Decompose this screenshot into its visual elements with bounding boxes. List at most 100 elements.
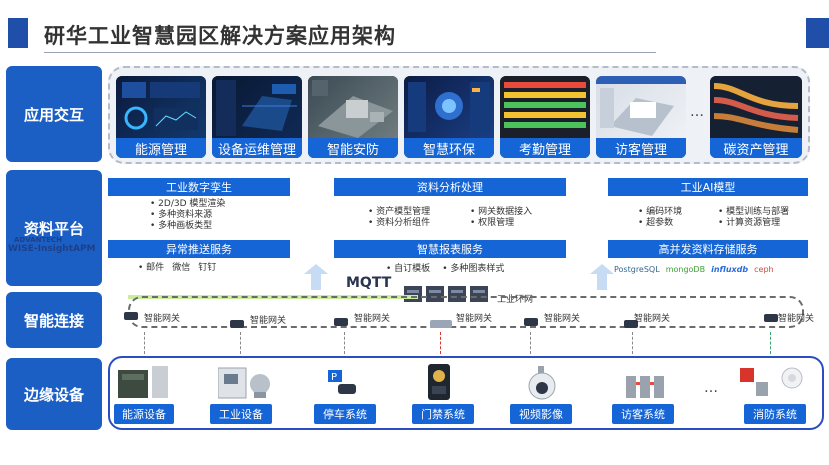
gateway-label: 智能网关 <box>778 314 815 324</box>
app-screenshot <box>404 76 494 140</box>
edge-more: … <box>704 380 718 396</box>
layer-label-edge: 边缘设备 <box>6 358 102 430</box>
app-screenshot <box>596 76 686 140</box>
platform-report: 智慧报表服务 • 自订模板 • 多种图表样式 <box>334 240 566 276</box>
title-accent-right <box>806 18 829 48</box>
layer-label-platform: 资料平台 <box>6 170 102 286</box>
influxdb-logo: influxdb <box>711 265 749 274</box>
platform-twin-items: • 2D/3D 模型渲染 • 多种资料来源 • 多种画板类型 <box>108 196 290 232</box>
up-arrow-icon <box>304 264 328 290</box>
list-item: • 计算资源管理 <box>718 218 781 228</box>
app-card-energy[interactable]: 能源管理 <box>116 76 206 158</box>
layer-label-app: 应用交互 <box>6 66 102 162</box>
industrial-ring-label: 工业环网 <box>497 295 534 305</box>
gateway-label: 智能网关 <box>144 314 181 324</box>
edge-device-label: 门禁系统 <box>412 404 474 424</box>
edge-link <box>440 332 441 354</box>
app-label: 设备运维管理 <box>212 138 302 158</box>
list-item: • 多种画板类型 <box>150 221 213 231</box>
title-accent-left <box>8 18 28 48</box>
platform-report-items: • 自订模板 • 多种图表样式 <box>334 258 566 275</box>
app-card-carbon[interactable]: 碳资产管理 <box>710 76 802 158</box>
edge-device-label: 工业设备 <box>210 404 272 424</box>
layer-label-connect: 智能连接 <box>6 292 102 348</box>
ceph-logo: ceph <box>754 265 774 274</box>
app-label: 智能安防 <box>308 138 398 158</box>
platform-push-title: 异常推送服务 <box>108 240 290 258</box>
app-label: 碳资产管理 <box>710 138 802 158</box>
visitor-gate-icon <box>626 376 664 398</box>
apps-more: … <box>690 104 704 120</box>
platform-analysis-right: • 网关数据接入 • 权限管理 <box>470 207 532 229</box>
gateway-icon <box>124 312 138 320</box>
edge-link <box>632 332 633 354</box>
list-item: • 权限管理 <box>470 218 515 228</box>
app-card-attendance[interactable]: 考勤管理 <box>500 76 590 158</box>
list-item: • 2D/3D 模型渲染 <box>150 199 226 209</box>
app-label: 访客管理 <box>596 138 686 158</box>
gateway-5 <box>524 318 538 326</box>
platform-push-items: • 邮件 微信 钉钉 <box>108 258 290 274</box>
advantech-logo: ADVANTECH <box>14 236 62 244</box>
gateway-4 <box>430 320 452 328</box>
camera-icon <box>528 366 556 400</box>
industrial-equipment-icon <box>218 367 270 399</box>
gateway-2 <box>230 320 244 328</box>
page-title: 研华工业智慧园区解决方案应用架构 <box>44 24 396 48</box>
list-item: • 自订模板 <box>386 264 431 274</box>
edge-link <box>530 332 531 354</box>
wise-insightapm-label: WISE-InsightAPM <box>8 244 96 254</box>
gateway-1 <box>124 312 138 320</box>
svg-text:P: P <box>331 372 337 383</box>
platform-analysis: 资料分析处理 • 资产模型管理 • 资料分析组件 • 网关数据接入 • 权限管理 <box>334 178 566 234</box>
list-item: • 超参数 <box>638 218 674 228</box>
energy-equipment-icon <box>118 366 168 398</box>
list-item: 微信 <box>172 263 191 273</box>
edge-device-label: 消防系统 <box>744 404 806 424</box>
app-card-equipment[interactable]: 设备运维管理 <box>212 76 302 158</box>
postgresql-logo: PostgreSQL <box>614 265 660 274</box>
platform-analysis-left: • 资产模型管理 • 资料分析组件 <box>368 207 430 229</box>
access-control-icon <box>428 364 450 400</box>
gateway-icon <box>230 320 244 328</box>
app-screenshot <box>500 76 590 140</box>
app-screenshot <box>710 76 802 140</box>
up-arrow-icon <box>590 264 614 290</box>
edge-link <box>144 332 145 354</box>
app-card-environment[interactable]: 智慧环保 <box>404 76 494 158</box>
list-item: • 邮件 <box>138 263 165 273</box>
platform-analysis-title: 资料分析处理 <box>334 178 566 196</box>
platform-ai: 工业AI模型 • 编码环境 • 超参数 • 模型训练与部署 • 计算资源管理 <box>608 178 808 234</box>
platform-storage-title: 高并发资料存储服务 <box>608 240 808 258</box>
app-screenshot <box>116 76 206 140</box>
app-label: 能源管理 <box>116 138 206 158</box>
list-item: • 资料分析组件 <box>368 218 431 228</box>
platform-report-title: 智慧报表服务 <box>334 240 566 258</box>
gateway-label: 智能网关 <box>456 314 493 324</box>
gateway-label: 智能网关 <box>354 314 391 324</box>
gateway-3 <box>334 318 348 326</box>
platform-ai-title: 工业AI模型 <box>608 178 808 196</box>
app-label: 考勤管理 <box>500 138 590 158</box>
edge-frame <box>108 356 824 430</box>
mqtt-logo: MQTT <box>346 275 392 291</box>
list-item: • 模型训练与部署 <box>718 207 790 217</box>
gateway-7 <box>764 314 778 322</box>
platform-storage: 高并发资料存储服务 PostgreSQL mongoDB influxdb ce… <box>608 240 808 276</box>
mongodb-logo: mongoDB <box>665 265 706 274</box>
app-card-visitor[interactable]: 访客管理 <box>596 76 686 158</box>
gateway-icon <box>764 314 778 322</box>
edge-link <box>770 332 771 354</box>
edge-device-label: 访客系统 <box>612 404 674 424</box>
app-card-security[interactable]: 智能安防 <box>308 76 398 158</box>
title-divider <box>44 52 656 53</box>
platform-twin: 工业数字孪生 • 2D/3D 模型渲染 • 多种资料来源 • 多种画板类型 <box>108 178 290 234</box>
gateway-label: 智能网关 <box>634 314 671 324</box>
app-screenshot <box>308 76 398 140</box>
edge-device-label: 视频影像 <box>510 404 572 424</box>
list-item: • 网关数据接入 <box>470 207 533 217</box>
gateway-icon <box>624 320 638 328</box>
parking-icon: P <box>328 370 356 394</box>
platform-ai-left: • 编码环境 • 超参数 <box>638 207 682 229</box>
list-item: 钉钉 <box>198 263 217 273</box>
